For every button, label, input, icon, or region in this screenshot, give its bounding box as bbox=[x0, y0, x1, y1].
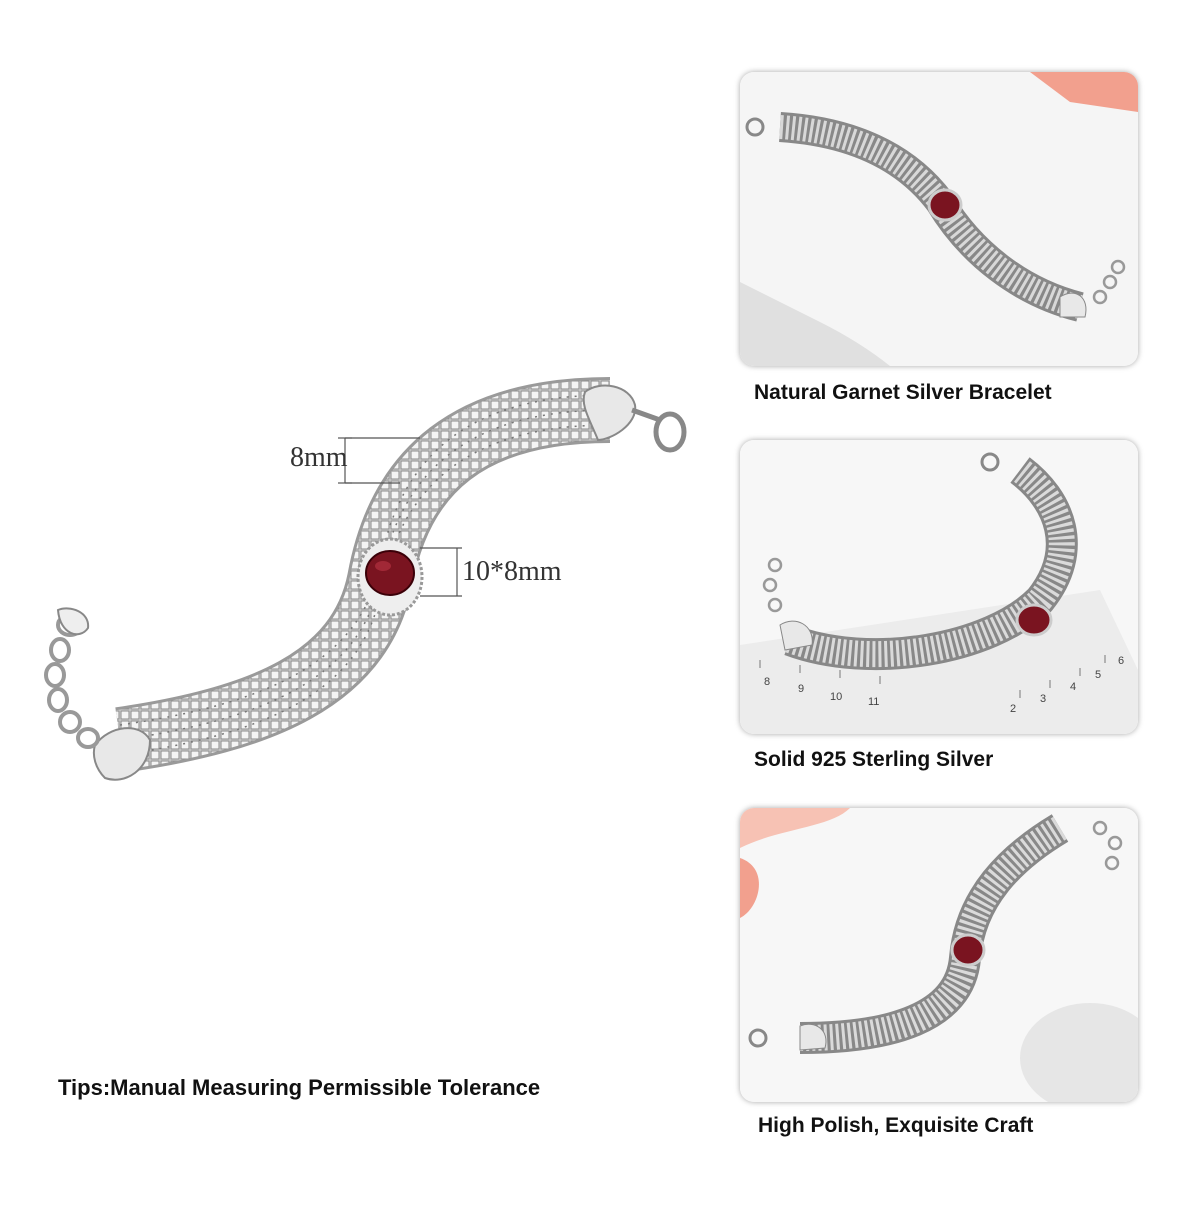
band-width-label: 8mm bbox=[290, 442, 348, 473]
ruler-number-5: 5 bbox=[1095, 669, 1101, 681]
bracelet-illustration bbox=[44, 377, 687, 781]
ruler-number-10: 10 bbox=[830, 691, 842, 703]
tips-text: Tips:Manual Measuring Permissible Tolera… bbox=[58, 1075, 541, 1100]
ruler-number-11: 11 bbox=[868, 696, 879, 708]
caption-3: High Polish, Exquisite Craft bbox=[758, 1114, 1034, 1137]
lobster-clasp bbox=[653, 411, 687, 453]
photo-3-illustration bbox=[740, 808, 1138, 1102]
ruler-number-6: 6 bbox=[1118, 655, 1124, 667]
extender-chain bbox=[44, 613, 100, 749]
main-product-image: 8mm 10*8mm bbox=[44, 377, 687, 781]
heart-clasp-right bbox=[582, 384, 637, 442]
product-photo-2: 8 9 10 11 2 3 4 5 6 bbox=[740, 440, 1138, 734]
heart-clasp-left bbox=[92, 727, 152, 781]
ruler-number-4: 4 bbox=[1070, 681, 1076, 693]
caption-2: Solid 925 Sterling Silver bbox=[754, 748, 994, 771]
dimension-lines bbox=[338, 437, 462, 597]
stone-size-label: 10*8mm bbox=[462, 556, 562, 587]
ruler-number-3: 3 bbox=[1040, 693, 1046, 705]
ruler-number-2: 2 bbox=[1010, 703, 1016, 715]
caption-1: Natural Garnet Silver Bracelet bbox=[754, 381, 1052, 404]
product-photo-3 bbox=[740, 808, 1138, 1102]
photo-1-illustration bbox=[740, 72, 1138, 366]
product-photo-1 bbox=[740, 72, 1138, 366]
ruler-number-8: 8 bbox=[764, 676, 770, 688]
ruler-number-9: 9 bbox=[798, 683, 804, 695]
garnet-stone bbox=[365, 550, 415, 596]
photo-2-illustration: 8 9 10 11 2 3 4 5 6 bbox=[740, 440, 1138, 734]
